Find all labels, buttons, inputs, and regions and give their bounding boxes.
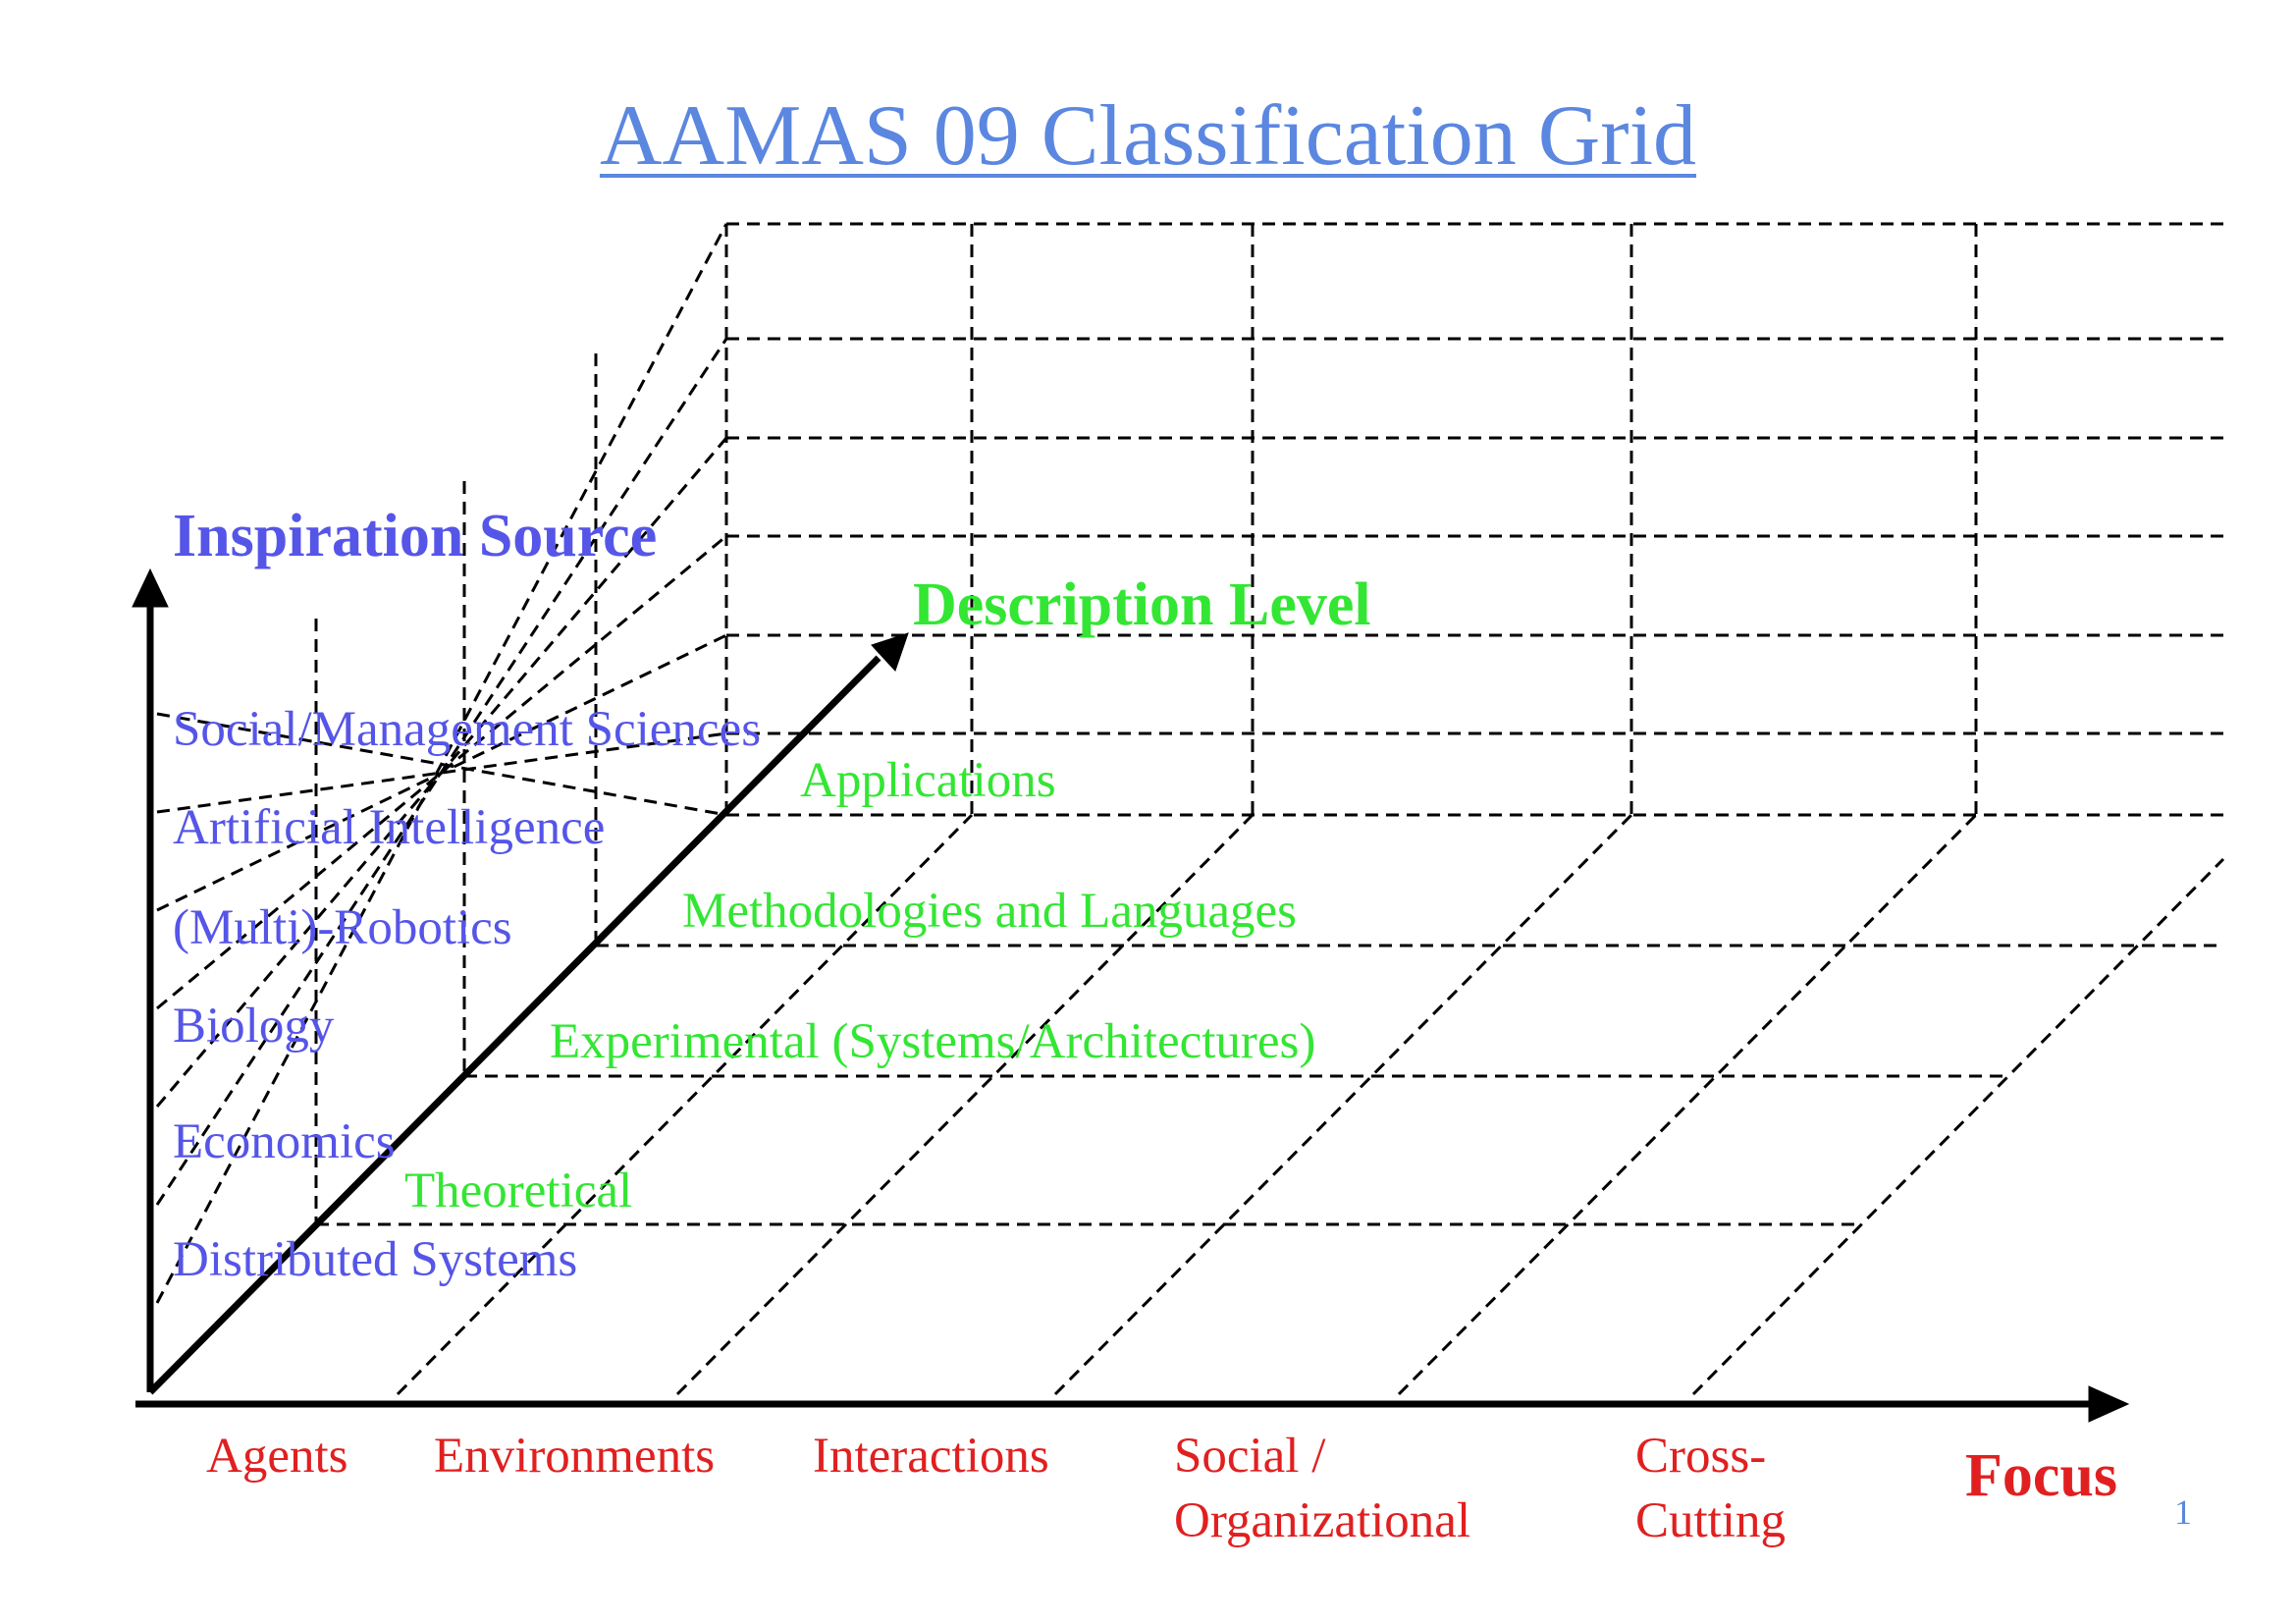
inspiration-source-axis-label: Inspiration Source	[173, 503, 658, 569]
description-level-item: Methodologies and Languages	[682, 884, 1298, 939]
focus-category-item: Environments	[434, 1429, 716, 1484]
inspiration-source-item: Biology	[173, 999, 335, 1054]
inspiration-source-item: Artificial Intelligence	[173, 800, 606, 855]
description-level-item: Experimental (Systems/Architectures)	[550, 1014, 1316, 1069]
left-wall-gridline	[156, 712, 727, 817]
description-level-axis-label: Description Level	[913, 571, 1371, 638]
floor-gridline	[1691, 857, 2225, 1396]
inspiration-axis-arrowhead	[132, 568, 169, 608]
inspiration-source-item: (Multi)-Robotics	[173, 900, 512, 955]
inspiration-source-item: Social/Management Sciences	[173, 702, 762, 757]
description-axis-arrowhead	[871, 632, 909, 672]
floor-gridline	[1397, 813, 1978, 1396]
focus-axis-label: Focus	[1965, 1442, 2117, 1509]
floor-gridline	[1053, 813, 1633, 1396]
inspiration-source-item: Distributed Systems	[173, 1232, 578, 1287]
focus-category-item: Social / Organizational	[1174, 1429, 1471, 1549]
page-number: 1	[2174, 1492, 2192, 1532]
inspiration-source-item: Economics	[173, 1114, 396, 1169]
left-wall-gridline	[156, 731, 727, 814]
focus-category-item: Interactions	[813, 1429, 1049, 1484]
description-level-item: Theoretical	[404, 1163, 633, 1218]
left-wall-gridline	[156, 633, 727, 912]
page-title: AAMAS 09 Classification Grid	[599, 88, 1697, 184]
floor-gridline	[675, 813, 1255, 1396]
floor-gridline	[396, 813, 974, 1396]
focus-category-item: Cross- Cutting	[1635, 1429, 1787, 1549]
focus-category-item: Agents	[206, 1429, 348, 1484]
description-level-axis	[147, 655, 881, 1395]
description-level-item: Applications	[800, 753, 1056, 808]
focus-axis-arrowhead	[2088, 1385, 2130, 1423]
